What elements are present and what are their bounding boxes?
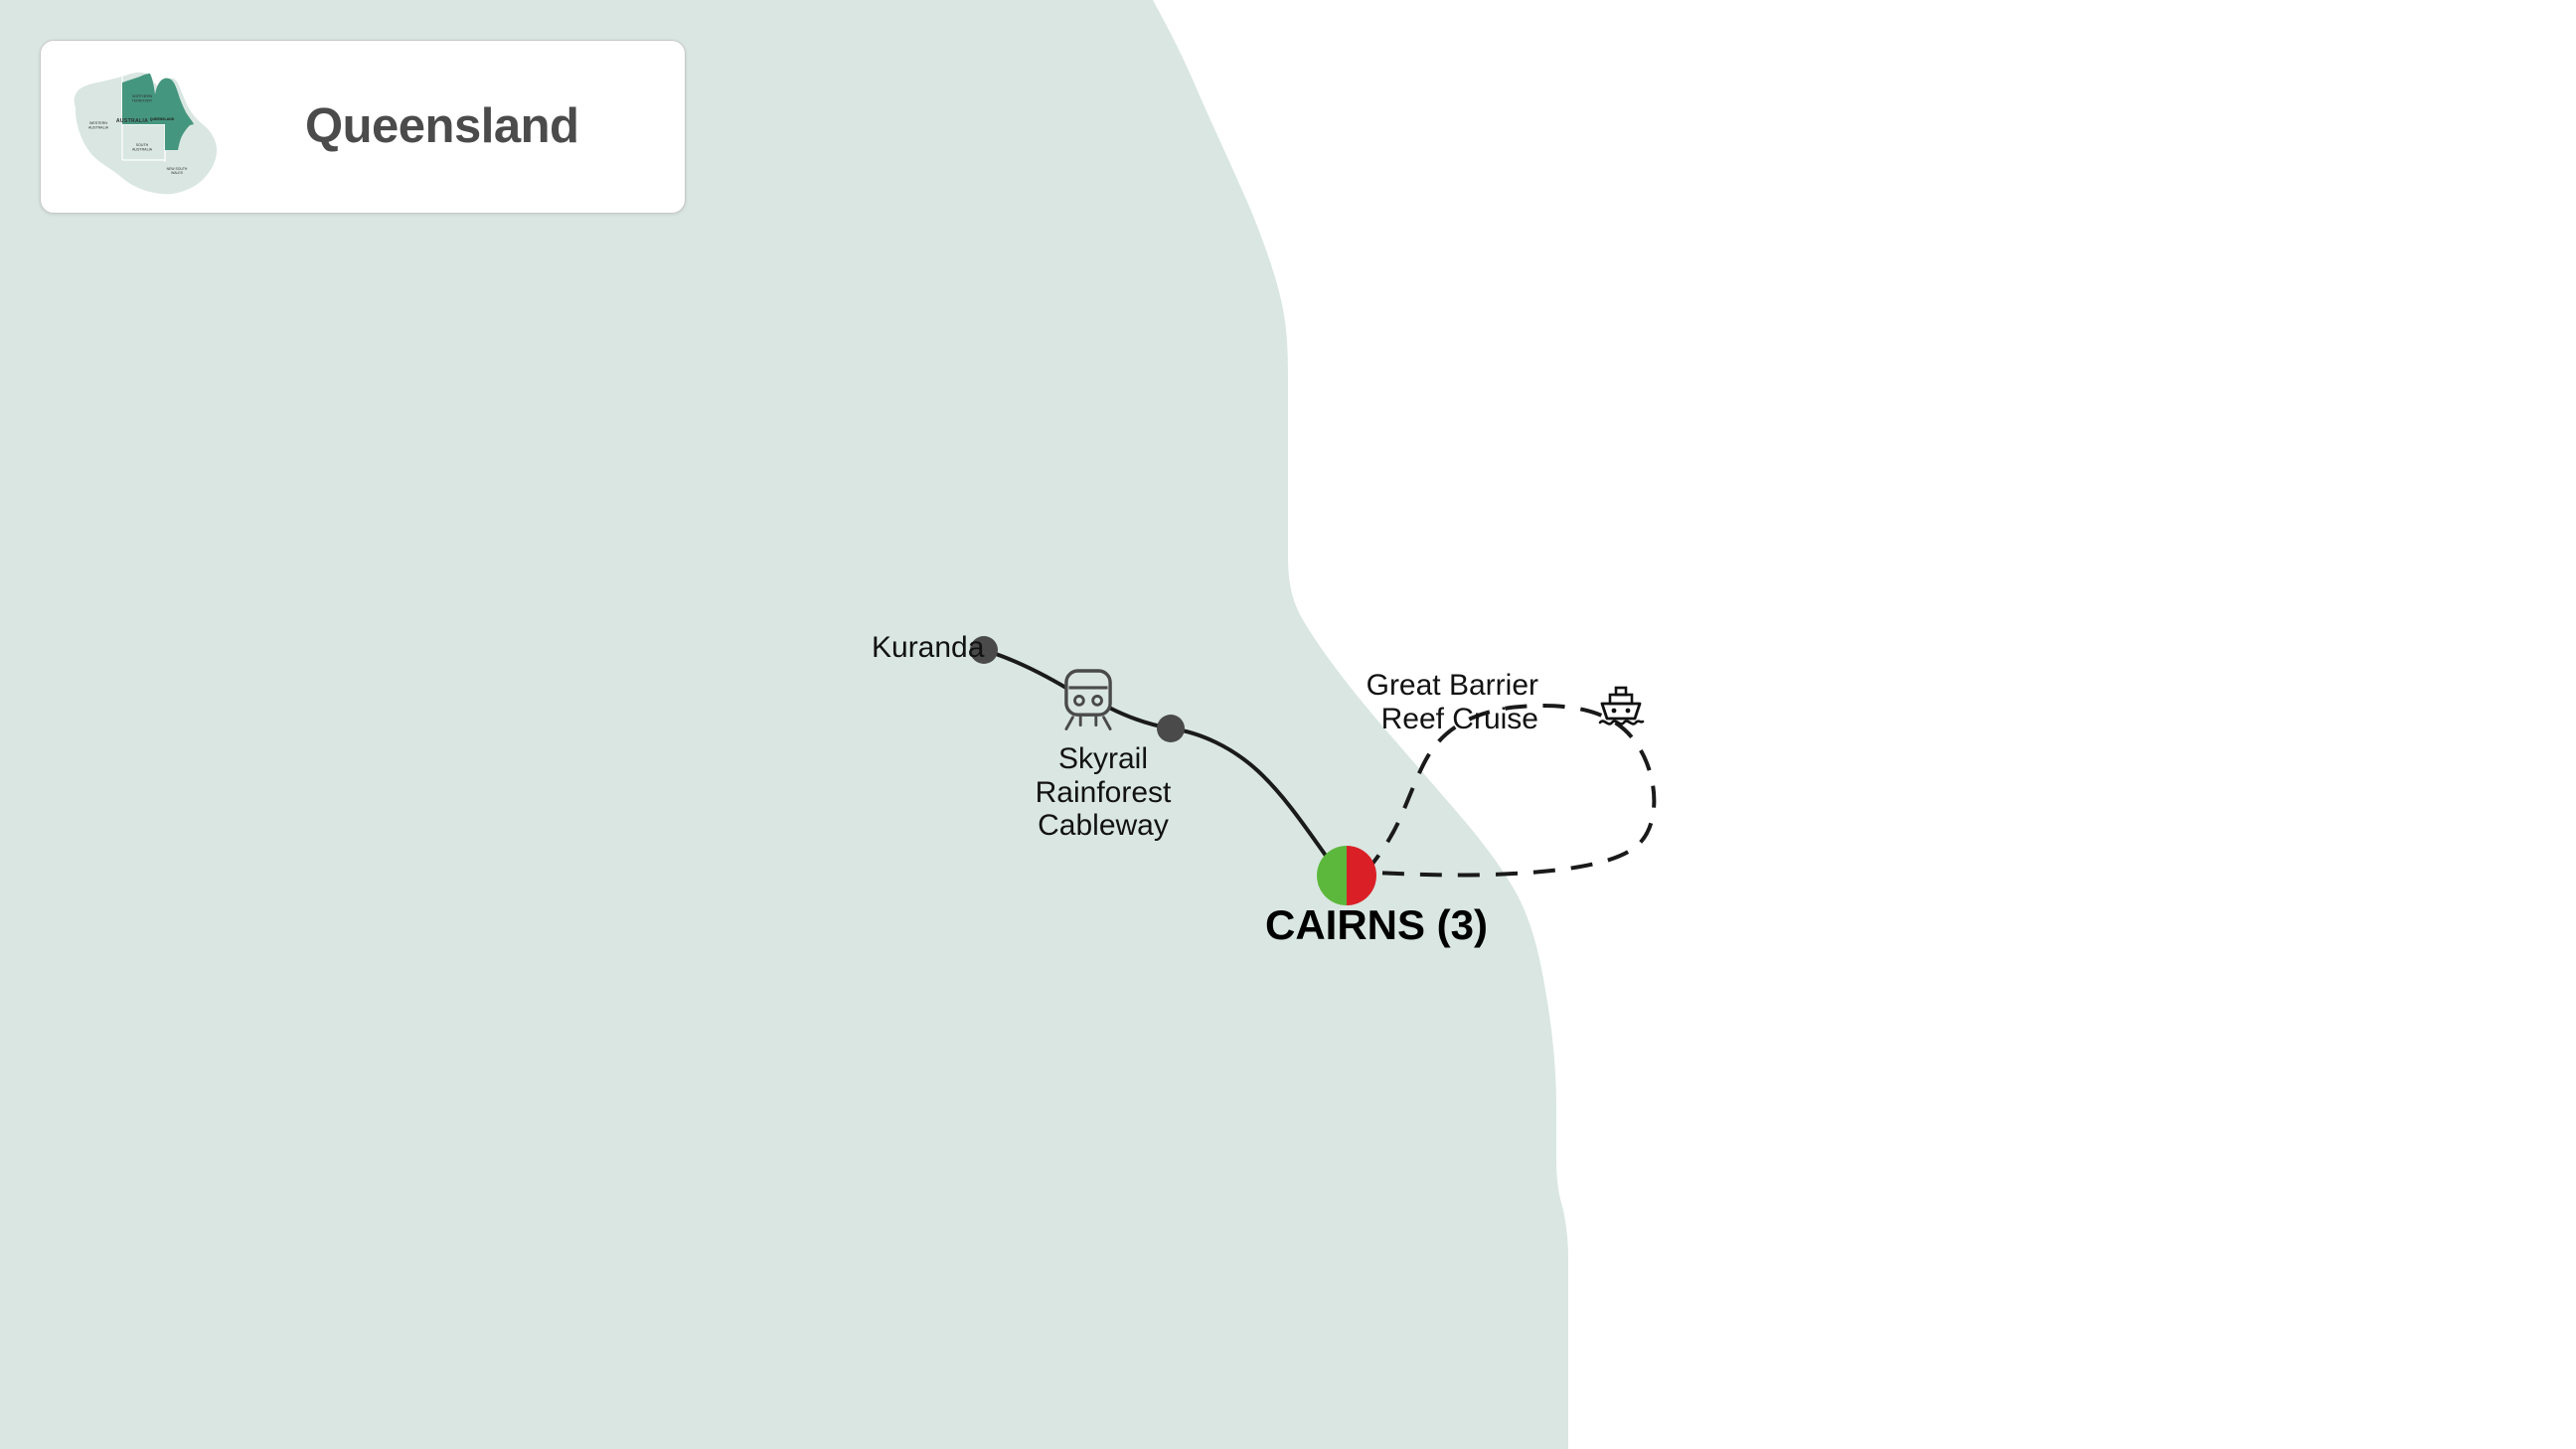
train-icon (1064, 669, 1112, 730)
ship-icon (1598, 686, 1645, 725)
inset-label-australia: AUSTRALIA (116, 118, 148, 124)
waypoint-marker-skyrail[interactable] (1157, 715, 1185, 742)
inset-queensland-highlight (122, 73, 194, 150)
city-marker-left-half (1317, 846, 1347, 905)
route-great-barrier-reef-cruise[interactable] (1361, 703, 1657, 878)
city-marker-right-half (1347, 846, 1376, 905)
waypoint-marker-kuranda[interactable] (970, 636, 998, 664)
inset-label-queensland: QUEENSLAND (150, 117, 175, 121)
region-title: Queensland (305, 99, 579, 153)
landmass-queensland (0, 0, 1568, 1449)
city-marker-cairns[interactable] (1317, 846, 1376, 905)
route-kuranda-scenic-railway[interactable] (994, 652, 1336, 869)
